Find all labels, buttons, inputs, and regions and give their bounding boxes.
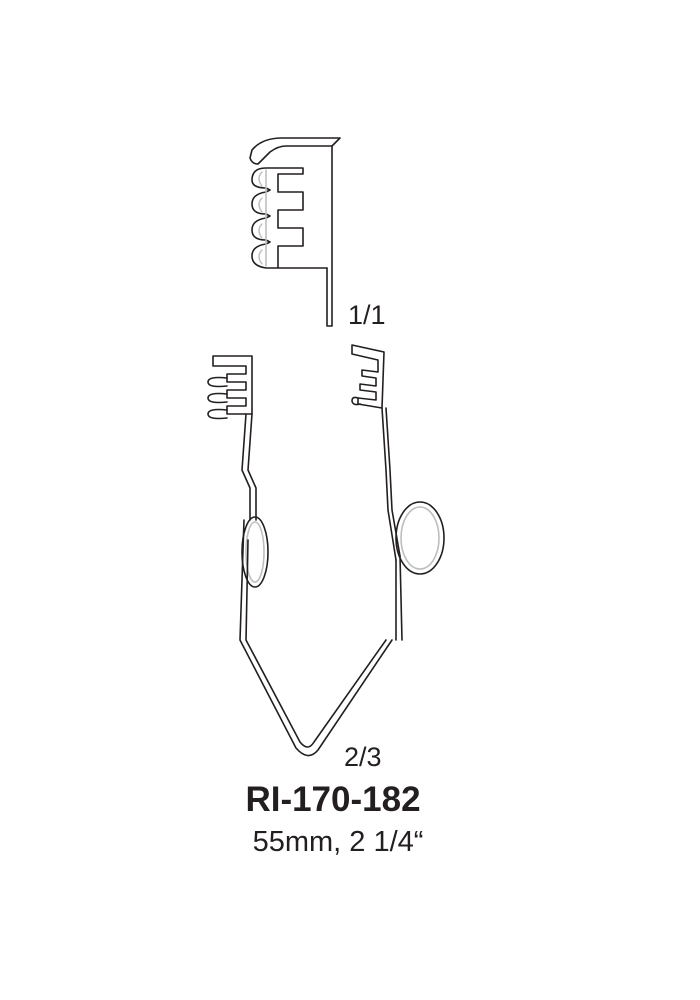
- detail-tooth-curl-2: [258, 197, 263, 213]
- right-eyelet-loop: [395, 501, 445, 575]
- left-wire-lower: [239, 519, 393, 757]
- detail-tooth-curl-4: [258, 249, 263, 265]
- detail-teeth-plate: [251, 167, 328, 269]
- detail-tooth-curl-3: [258, 223, 263, 239]
- right-blade: [351, 344, 385, 409]
- left-blade-tine-2: [207, 392, 228, 404]
- detail-back-plate: [326, 145, 333, 327]
- right-eyelet-loop-inner: [400, 506, 440, 570]
- detail-view-scale-label: 1/1: [348, 300, 386, 330]
- product-size: 55mm, 2 1/4“: [252, 826, 424, 858]
- product-code: RI-170-182: [245, 780, 421, 819]
- wire-eye-retractor-icon: [207, 344, 445, 757]
- left-eyelet-loop-inner: [245, 521, 265, 583]
- main-view-scale-label: 2/3: [344, 742, 382, 772]
- retractor-blade-detail-icon: [249, 137, 341, 327]
- right-blade-tine: [351, 396, 361, 406]
- left-eyelet-loop: [241, 516, 269, 588]
- left-wire-arm: [241, 413, 257, 521]
- right-blade-plate: [351, 344, 385, 409]
- left-blade: [207, 355, 253, 420]
- left-blade-tine-3: [207, 408, 228, 420]
- detail-top-lip: [249, 137, 341, 165]
- detail-tooth-curl-1: [258, 171, 263, 187]
- left-blade-plate: [212, 355, 253, 415]
- left-blade-tine-1: [207, 376, 228, 388]
- right-wire-lower: [395, 555, 403, 641]
- right-wire-arm: [381, 407, 401, 561]
